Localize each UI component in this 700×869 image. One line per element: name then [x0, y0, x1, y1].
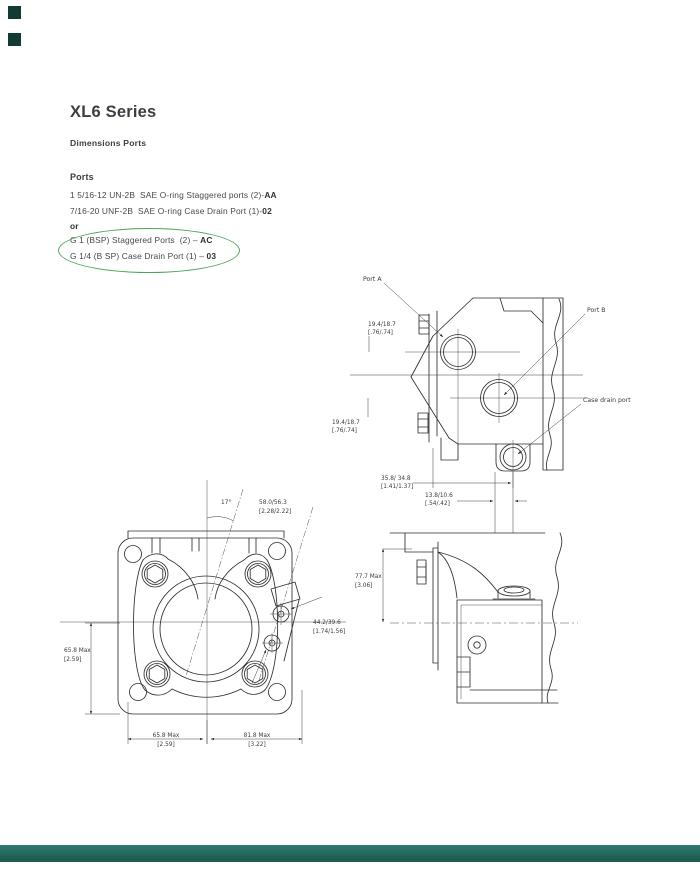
front-view-drawing: 17° 58.0/56.3 [2.28/2.22] 44.2/39.6 [1.7… — [60, 480, 346, 748]
corner-mark-top — [8, 6, 21, 19]
dim-65-8-left-mm: 65.8 Max — [64, 648, 91, 654]
dim-81-8-in: [3.22] — [248, 742, 265, 748]
dim-77-7-mm: 77.7 Max — [355, 574, 382, 580]
port-spec-line-bsp: G 1 (BSP) Staggered Ports (2) – AC — [70, 235, 213, 245]
port-spec-line: 7/16-20 UNF-2B SAE O-ring Case Drain Por… — [70, 205, 272, 216]
dim-58-0-in: [2.28/2.22] — [259, 509, 291, 515]
ports-section: Ports 1 5/16-12 UN-2B SAE O-ring Stagger… — [70, 172, 277, 264]
page-title: XL6 Series — [70, 103, 157, 121]
ports-heading: Ports — [70, 172, 94, 182]
dim-65-8-bottom-mm: 65.8 Max — [153, 733, 180, 739]
dim-19-4-upper-in: [.76/.74] — [368, 330, 393, 336]
dim-13-8-in: [.54/.42] — [425, 501, 450, 507]
dim-19-4-upper-mm: 19.4/18.7 — [368, 322, 396, 328]
dim-65-8-bottom-in: [2.59] — [157, 742, 174, 748]
dim-81-8-mm: 81.8 Max — [244, 733, 271, 739]
or-label: or — [70, 221, 79, 231]
port-view-drawing: 19.4/18.7 [.76/.74] 19.4/18.7 [.76/.74] … — [332, 276, 631, 533]
footer-bar — [0, 845, 700, 862]
dim-35-8-mm: 35.8/ 34.8 — [381, 476, 411, 482]
dim-77-7-in: [3.06] — [355, 583, 372, 589]
dim-65-8-left-in: [2.59] — [64, 657, 81, 663]
dim-19-4-lower-in: [.76/.74] — [332, 428, 357, 434]
port-spec-line-bsp: G 1/4 (B SP) Case Drain Port (1) – 03 — [70, 250, 217, 261]
port-a-label: Port A — [363, 276, 382, 283]
dim-19-4-lower-mm: 19.4/18.7 — [332, 420, 360, 426]
dim-58-0-mm: 58.0/56.3 — [259, 500, 287, 506]
dim-angle-17: 17° — [221, 500, 231, 506]
dim-44-2-in: [1.74/1.56] — [313, 629, 345, 635]
dim-35-8-in: [1.41/1.37] — [381, 484, 413, 490]
dim-44-2-mm: 44.2/39.6 — [313, 620, 341, 626]
dimension-drawing: 19.4/18.7 [.76/.74] 19.4/18.7 [.76/.74] … — [60, 276, 631, 748]
port-spec-line: 1 5/16-12 UN-2B SAE O-ring Staggered por… — [70, 190, 277, 200]
page-subtitle: Dimensions Ports — [70, 138, 147, 148]
port-b-label: Port B — [587, 307, 605, 314]
dim-13-8-mm: 13.8/10.6 — [425, 493, 453, 499]
side-view-drawing: 77.7 Max [3.06] — [355, 532, 578, 704]
corner-mark-bottom — [8, 33, 21, 46]
case-drain-label: Case drain port — [583, 397, 631, 404]
